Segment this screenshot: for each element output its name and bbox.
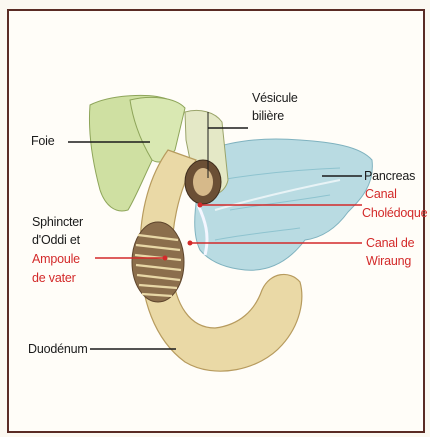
label-canal-wiraung-line2: Wiraung xyxy=(366,253,411,269)
label-foie: Foie xyxy=(31,133,55,149)
label-sphincter-line1: Sphincter xyxy=(32,214,83,230)
label-pancreas: Pancreas xyxy=(364,168,415,184)
label-vesicule-line1: Vésicule xyxy=(252,90,298,106)
label-canal-choledoque-line2: Cholédoque xyxy=(362,205,427,221)
label-canal-choledoque-line1: Canal xyxy=(365,186,397,202)
label-vesicule-line2: bilière xyxy=(252,108,284,124)
label-ampoule-line1: Ampoule xyxy=(32,251,80,267)
label-duodenum: Duodénum xyxy=(28,341,88,357)
label-ampoule-line2: de vater xyxy=(32,270,76,286)
label-sphincter-line2: d'Oddi et xyxy=(32,232,80,248)
label-canal-wiraung-line1: Canal de xyxy=(366,235,414,251)
